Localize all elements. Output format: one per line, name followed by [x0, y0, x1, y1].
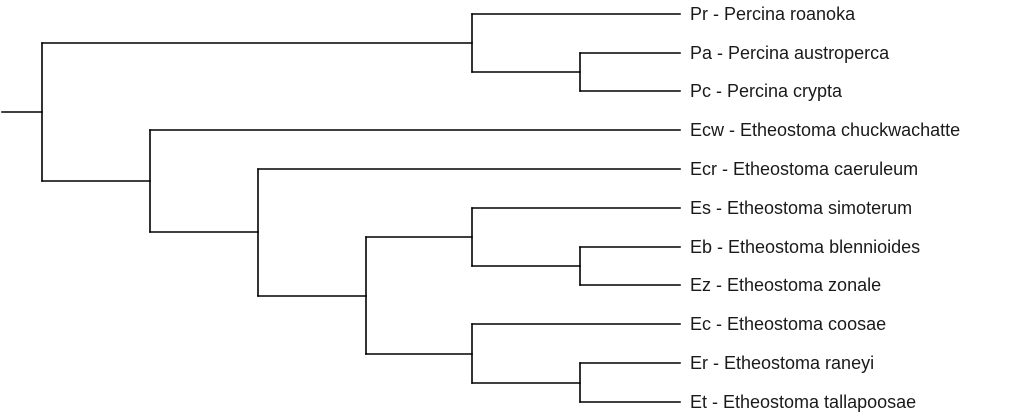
taxon-labels: Pr - Percina roanoka Pa - Percina austro…	[690, 4, 960, 412]
taxon-label-pa: Pa - Percina austroperca	[690, 43, 890, 63]
taxon-label-et: Et - Etheostoma tallapoosae	[690, 392, 916, 412]
taxon-label-es: Es - Etheostoma simoterum	[690, 198, 912, 218]
taxon-label-ecw: Ecw - Etheostoma chuckwachatte	[690, 120, 960, 140]
taxon-label-pr: Pr - Percina roanoka	[690, 4, 856, 24]
taxon-label-ecr: Ecr - Etheostoma caeruleum	[690, 159, 918, 179]
taxon-label-er: Er - Etheostoma raneyi	[690, 353, 874, 373]
tree-branches	[1, 13, 681, 403]
taxon-label-ec: Ec - Etheostoma coosae	[690, 314, 886, 334]
taxon-label-ez: Ez - Etheostoma zonale	[690, 275, 881, 295]
taxon-label-pc: Pc - Percina crypta	[690, 81, 843, 101]
taxon-label-eb: Eb - Etheostoma blennioides	[690, 237, 920, 257]
